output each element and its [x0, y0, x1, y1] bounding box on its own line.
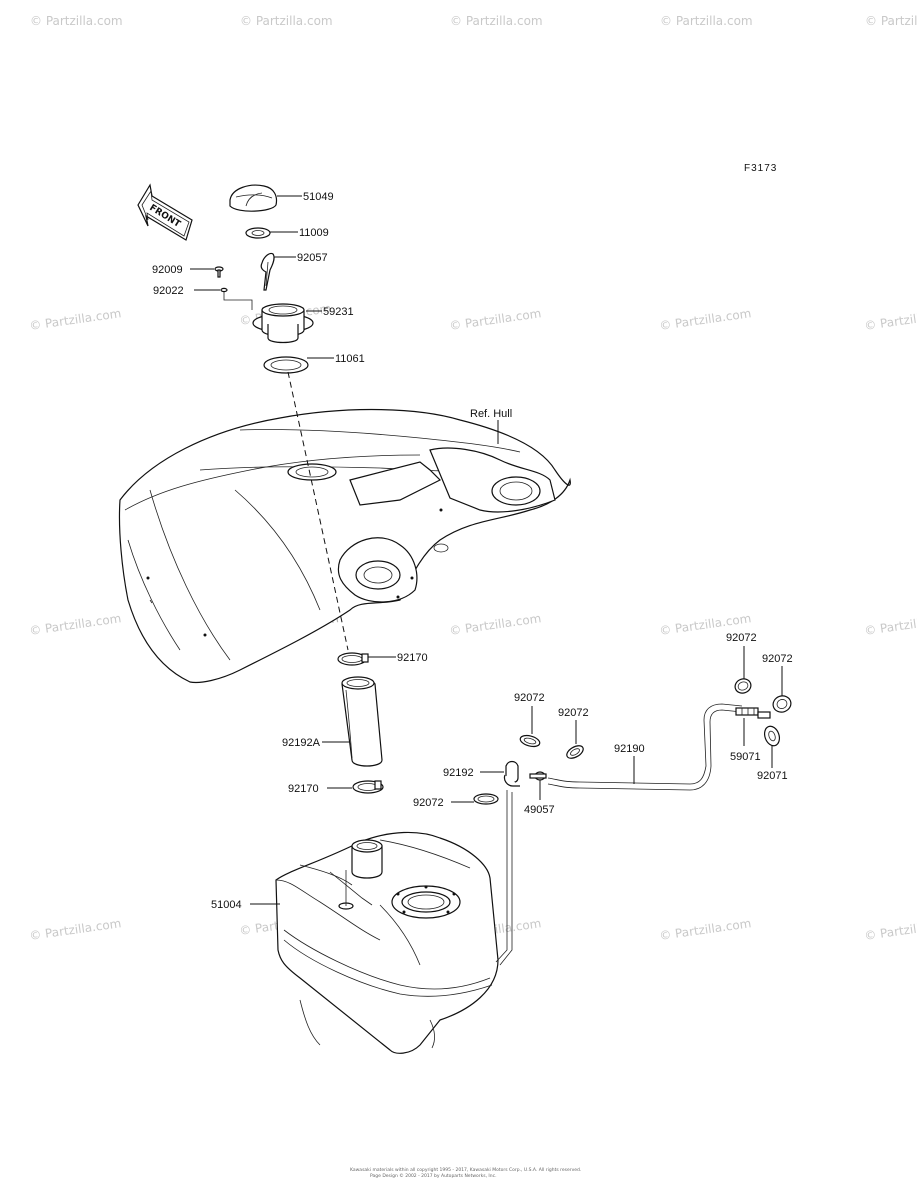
- watermark: © Partzilla.com: [448, 611, 542, 638]
- part-label-92170-lower[interactable]: 92170: [288, 783, 319, 795]
- part-label-92009[interactable]: 92009: [152, 264, 183, 276]
- part-label-92057[interactable]: 92057: [297, 252, 328, 264]
- watermark: © Partzilla.com: [30, 14, 123, 28]
- watermark: © Partzilla.com: [660, 14, 753, 28]
- part-label-51049[interactable]: 51049: [303, 191, 334, 203]
- diagram-code: F3173: [744, 163, 777, 174]
- part-92072-clip-a[interactable]: [519, 734, 541, 749]
- watermark: © Partzilla.com: [240, 14, 333, 28]
- part-label-59231[interactable]: 59231: [323, 306, 354, 318]
- watermark: © Partzilla.com: [450, 14, 543, 28]
- part-92170-clamp-lower[interactable]: [352, 780, 384, 794]
- part-label-49057[interactable]: 49057: [524, 804, 555, 816]
- copyright-line-2: Page Design © 2002 - 2017 by Autoparts N…: [370, 1172, 497, 1179]
- part-label-92072-a[interactable]: 92072: [514, 692, 545, 704]
- watermark: © Partzilla.com: [28, 916, 122, 943]
- part-label-92190[interactable]: 92190: [614, 743, 645, 755]
- part-label-59071[interactable]: 59071: [730, 751, 761, 763]
- part-label-92192A[interactable]: 92192A: [282, 737, 321, 749]
- part-label-92072-b[interactable]: 92072: [558, 707, 589, 719]
- part-label-92072-e[interactable]: 92072: [762, 653, 793, 665]
- part-92009-screw[interactable]: [214, 266, 224, 278]
- part-11061-gasket[interactable]: [263, 356, 309, 374]
- ref-hull-label: Ref. Hull: [470, 408, 512, 420]
- part-51004-fuel-tank[interactable]: [275, 831, 499, 1054]
- part-label-92022[interactable]: 92022: [153, 285, 184, 297]
- part-92192-elbow-hose[interactable]: [503, 760, 520, 787]
- part-label-11061[interactable]: 11061: [335, 353, 365, 365]
- assembly-guide-line: [287, 371, 349, 651]
- part-92072-clip-d[interactable]: [733, 677, 753, 696]
- part-49057-check-valve[interactable]: [529, 771, 547, 781]
- part-59231-filler-neck[interactable]: [252, 303, 314, 344]
- part-92192A-hose[interactable]: [341, 676, 383, 767]
- watermark: © Partzilla.com: [863, 916, 917, 943]
- part-92071-cap[interactable]: [757, 711, 782, 748]
- part-label-92072-c[interactable]: 92072: [413, 797, 444, 809]
- watermark: © Partzilla.com: [658, 306, 752, 333]
- part-11009-gasket[interactable]: [245, 227, 271, 239]
- part-92072-clip-b[interactable]: [565, 743, 586, 761]
- part-label-92192[interactable]: 92192: [443, 767, 474, 779]
- part-92170-clamp-upper[interactable]: [337, 652, 369, 666]
- watermark: © Partzilla.com: [658, 916, 752, 943]
- watermark: © Partzilla.com: [863, 611, 917, 638]
- part-92190-vent-hose[interactable]: [547, 703, 743, 791]
- watermark: © Partzilla.com: [865, 14, 917, 28]
- front-arrow-icon: FRONT: [137, 183, 193, 241]
- part-92022-washer[interactable]: [220, 287, 228, 293]
- watermark: © Partzilla.com: [448, 306, 542, 333]
- watermark: © Partzilla.com: [863, 306, 917, 333]
- part-92072-clip-e[interactable]: [771, 693, 793, 714]
- part-label-92072-d[interactable]: 92072: [726, 632, 757, 644]
- part-label-51004[interactable]: 51004: [211, 899, 242, 911]
- watermark: © Partzilla.com: [28, 611, 122, 638]
- part-59071-fitting[interactable]: [735, 707, 759, 716]
- part-92057-strap[interactable]: [260, 252, 275, 291]
- part-label-92071[interactable]: 92071: [757, 770, 788, 782]
- part-label-92170-upper[interactable]: 92170: [397, 652, 428, 664]
- copyright-line-1: Kawasaki materials within all copyright …: [350, 1167, 581, 1173]
- part-92072-clip-c[interactable]: [473, 793, 499, 805]
- hull-reference: [118, 408, 571, 684]
- watermark: © Partzilla.com: [28, 306, 122, 333]
- part-label-11009[interactable]: 11009: [299, 227, 329, 239]
- part-51049-cap[interactable]: [229, 184, 278, 212]
